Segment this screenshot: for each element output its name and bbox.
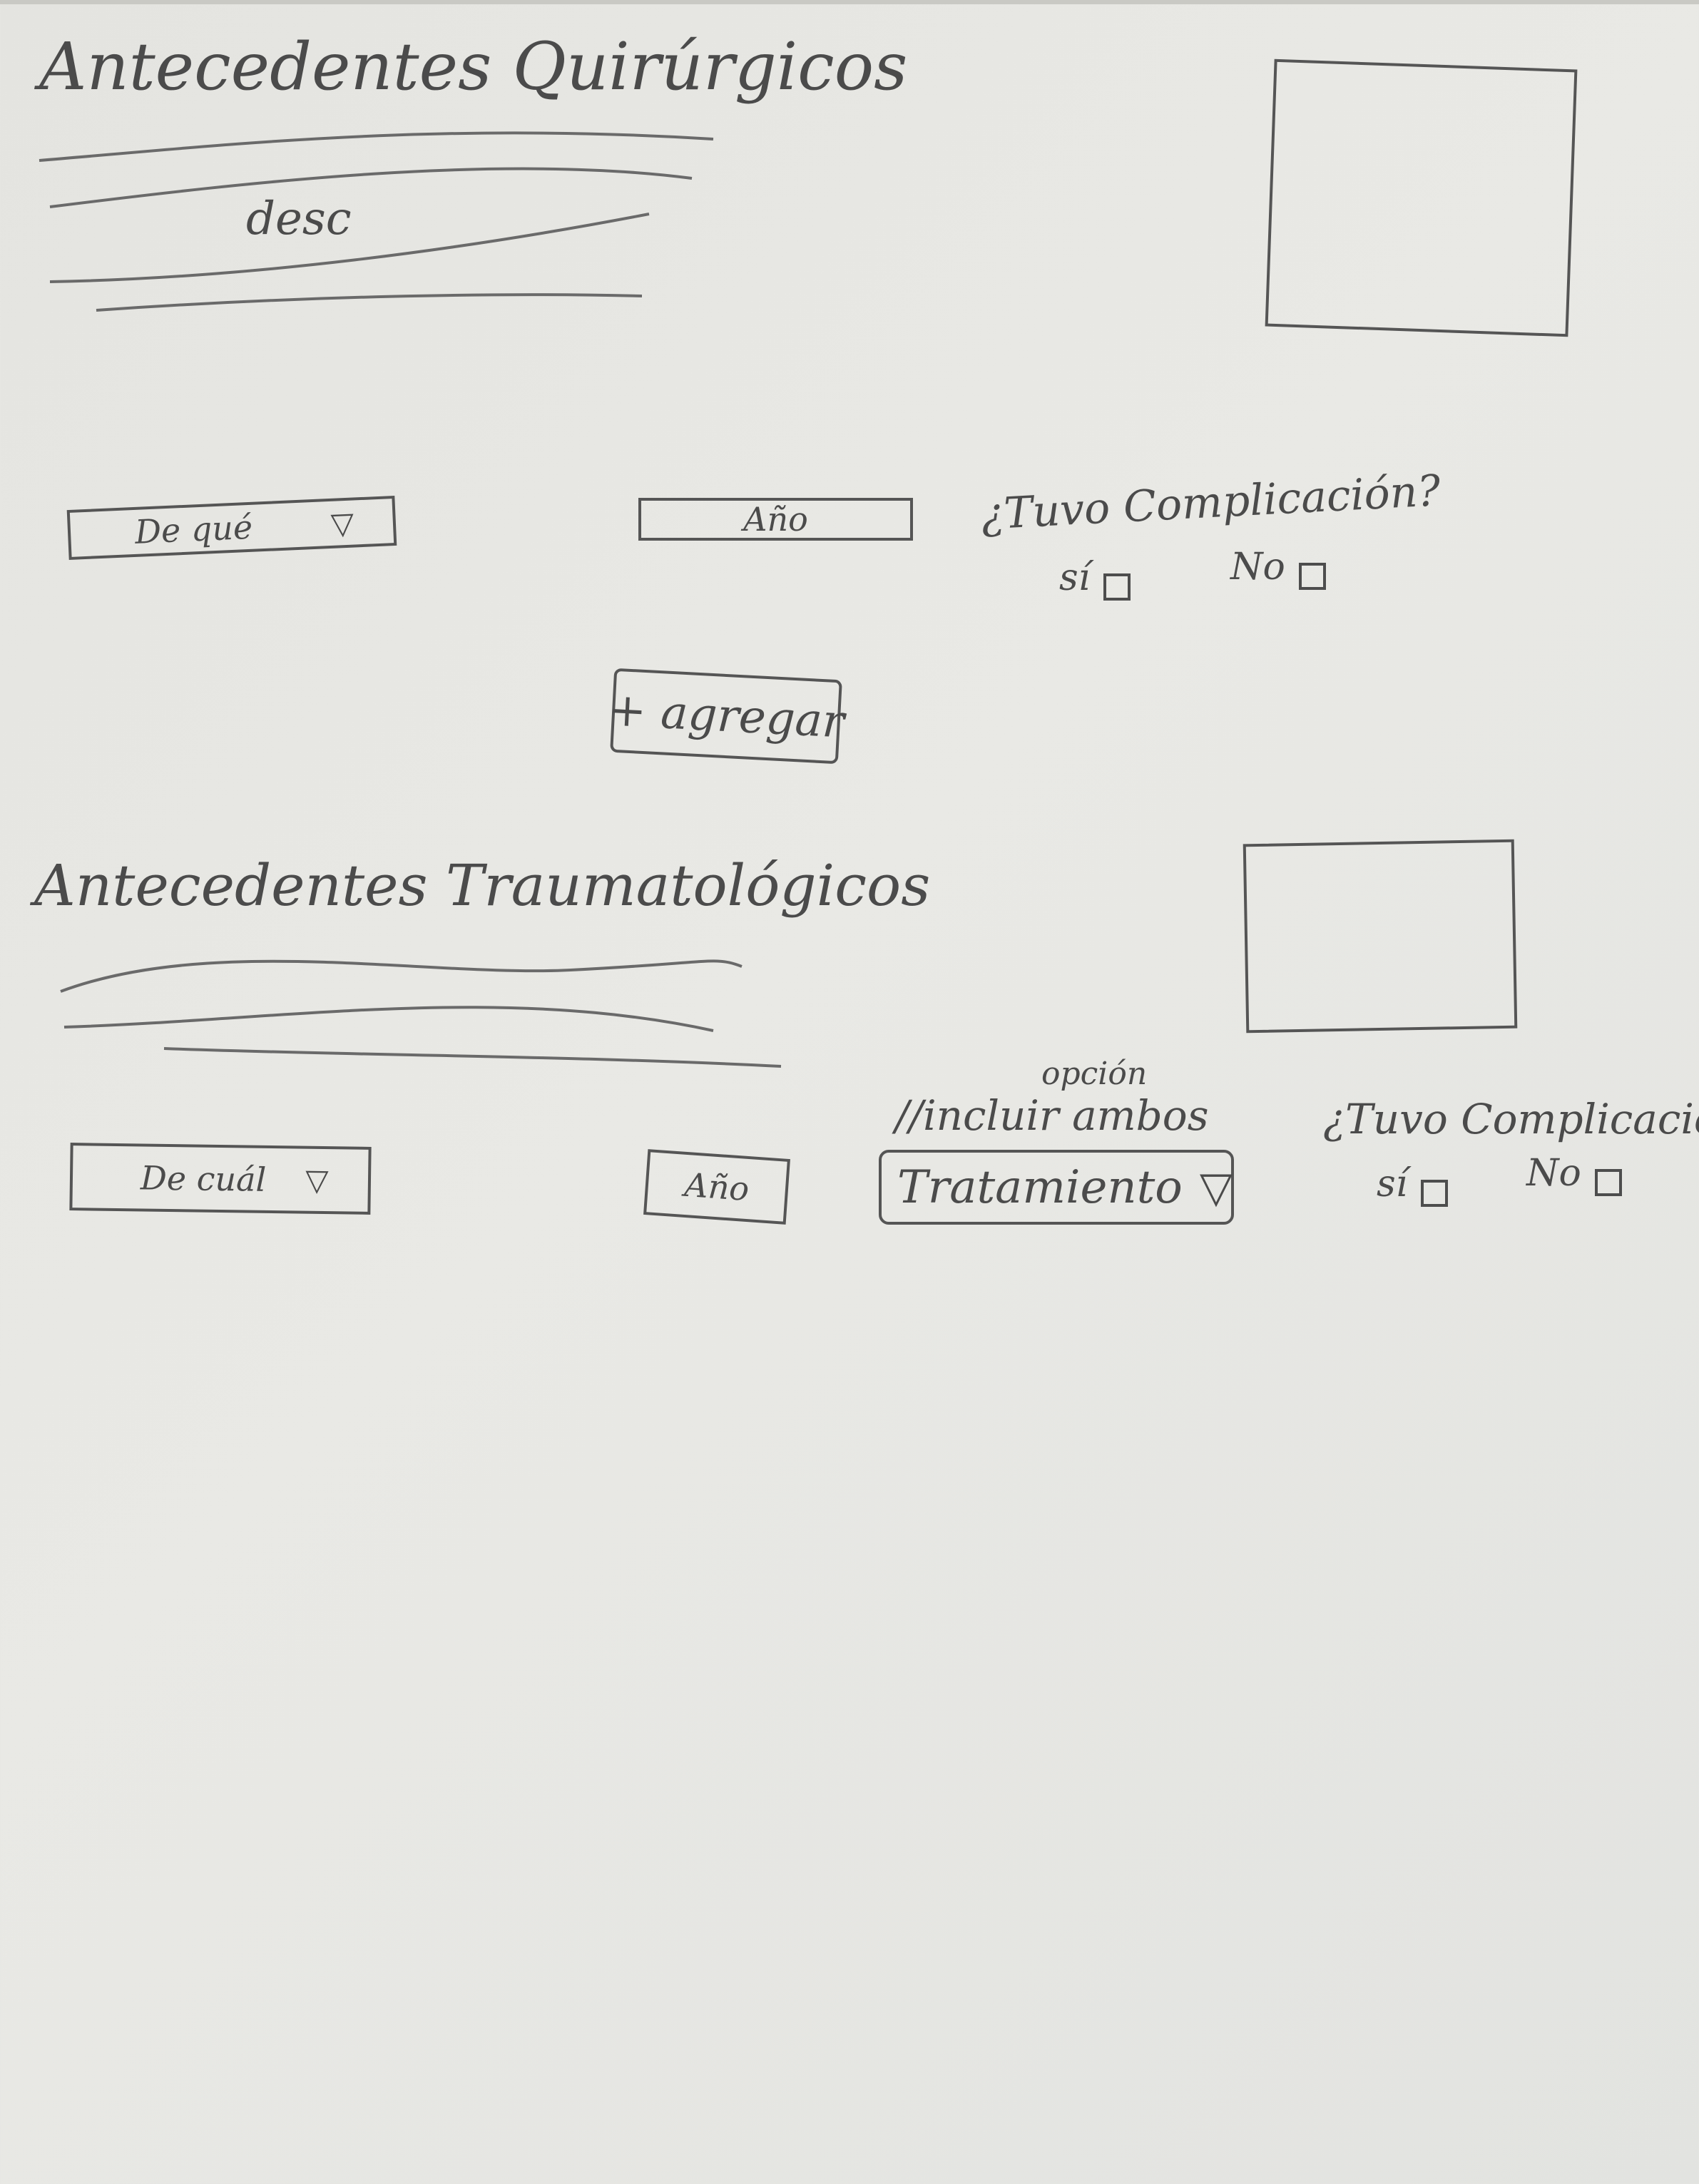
surgery-year-field[interactable]: Año — [638, 498, 913, 541]
treatment-select[interactable]: Tratamiento ▽ — [879, 1150, 1234, 1225]
paper-edge — [0, 0, 1699, 4]
annotation-note-top: opción — [1041, 1056, 1148, 1092]
section-title-quirurgicos: Antecedentes Quirúrgicos — [39, 29, 908, 105]
complication-no-option-traumatologicos[interactable]: No — [1526, 1152, 1622, 1196]
injury-year-field[interactable]: Año — [643, 1149, 790, 1225]
complication-no-option-quirurgicos[interactable]: No — [1230, 546, 1326, 590]
annotation-note: //incluir ambos — [895, 1091, 1209, 1140]
complication-yes-option-traumatologicos[interactable]: sí — [1377, 1163, 1449, 1207]
section-title-traumatologicos: Antecedentes Traumatológicos — [34, 852, 931, 919]
yes-checkbox[interactable] — [1103, 573, 1131, 601]
chevron-down-icon: ▽ — [1199, 1162, 1233, 1213]
description-label: desc — [246, 193, 352, 245]
chevron-down-icon: ▽ — [305, 1162, 329, 1198]
yes-checkbox[interactable] — [1421, 1179, 1449, 1207]
no-checkbox[interactable] — [1594, 1168, 1622, 1196]
image-placeholder-traumatologicos[interactable] — [1243, 839, 1518, 1034]
no-checkbox[interactable] — [1298, 562, 1326, 590]
injury-type-select[interactable]: De cuál ▽ — [69, 1143, 372, 1215]
complication-yes-option-quirurgicos[interactable]: sí — [1059, 556, 1131, 601]
complication-question-traumatologicos: ¿Tuvo Complicación? — [1323, 1095, 1699, 1143]
